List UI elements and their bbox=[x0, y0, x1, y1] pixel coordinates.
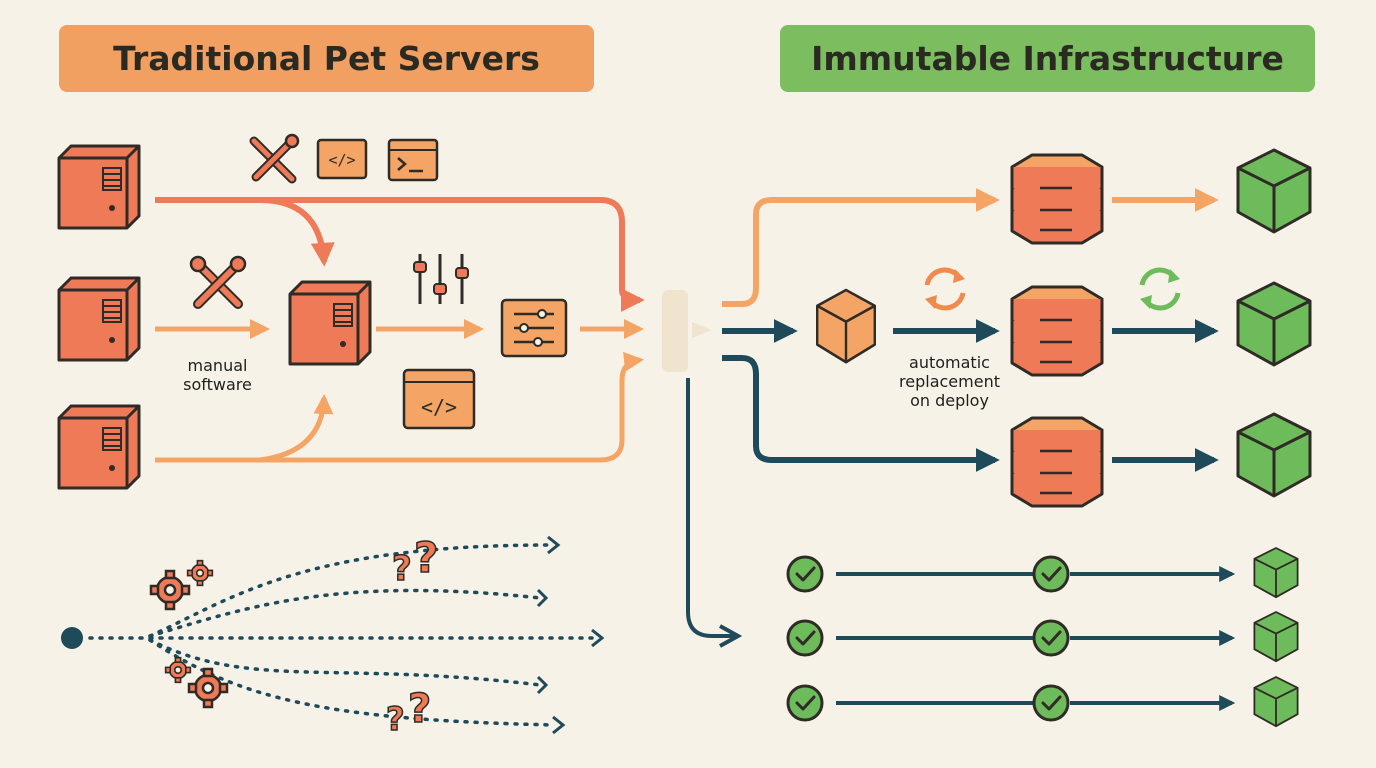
title-immutable-text: Immutable Infrastructure bbox=[811, 39, 1284, 78]
rack-server-1 bbox=[1010, 153, 1104, 245]
label-line: software bbox=[183, 375, 252, 394]
gear-icon bbox=[149, 569, 191, 611]
wrench-icon bbox=[189, 255, 247, 309]
title-immutable-infrastructure: Immutable Infrastructure bbox=[780, 25, 1315, 92]
immutable-image-cube-2 bbox=[1236, 281, 1312, 367]
automatic-replacement-label: automatic replacement on deploy bbox=[872, 353, 1027, 410]
drift-arrowheads bbox=[536, 535, 605, 735]
question-mark-icon: ? bbox=[414, 533, 438, 582]
base-image-cube bbox=[816, 288, 877, 364]
wrench-screwdriver-icon bbox=[249, 133, 300, 184]
code-editor-icon: </> bbox=[402, 368, 476, 430]
arrow-junction-top bbox=[722, 188, 1000, 307]
label-line: on deploy bbox=[910, 391, 989, 410]
junction-node bbox=[662, 290, 688, 372]
gear-icon bbox=[186, 559, 214, 587]
refresh-icon bbox=[1140, 269, 1180, 309]
gear-icon bbox=[187, 667, 229, 709]
pet-server-center bbox=[288, 280, 372, 366]
deploy-row-1 bbox=[786, 547, 1299, 599]
svg-text:</>: </> bbox=[328, 151, 355, 169]
drift-paths bbox=[88, 543, 597, 727]
immutable-image-cube-1 bbox=[1236, 148, 1312, 234]
arrow-server3-to-center bbox=[259, 394, 334, 463]
svg-text:</>: </> bbox=[421, 395, 457, 419]
question-mark-icon: ? bbox=[392, 549, 412, 589]
arrow-server1-to-center bbox=[259, 197, 335, 267]
title-traditional-text: Traditional Pet Servers bbox=[113, 39, 540, 78]
question-mark-icon: ? bbox=[386, 700, 405, 738]
pet-server-2 bbox=[57, 276, 141, 362]
pet-server-3 bbox=[57, 404, 141, 490]
arrow-server3-to-junction bbox=[155, 351, 644, 463]
arrow-junction-bottom bbox=[722, 355, 1000, 472]
pet-server-1 bbox=[57, 144, 141, 230]
label-line: replacement bbox=[899, 372, 1000, 391]
code-window-icon: </> bbox=[316, 138, 368, 180]
deploy-row-2 bbox=[786, 611, 1299, 663]
question-marks: ? ? ? ? bbox=[385, 532, 439, 739]
label-line: automatic bbox=[909, 353, 990, 372]
arrow-junction-down bbox=[686, 378, 738, 636]
immutable-image-cube-3 bbox=[1236, 412, 1312, 498]
manual-software-label: manual software bbox=[150, 356, 285, 394]
sliders-icon bbox=[413, 254, 469, 304]
terminal-window-icon bbox=[387, 138, 439, 182]
settings-panel-icon bbox=[500, 298, 568, 358]
question-mark-icon: ? bbox=[408, 686, 431, 732]
title-traditional-pet-servers: Traditional Pet Servers bbox=[59, 25, 594, 92]
deploy-row-3 bbox=[786, 676, 1299, 728]
arrow-server1-to-junction bbox=[155, 197, 645, 312]
label-line: manual bbox=[187, 356, 248, 375]
rack-server-3 bbox=[1010, 416, 1104, 508]
refresh-icon bbox=[925, 269, 965, 309]
drift-origin-dot bbox=[61, 627, 83, 649]
